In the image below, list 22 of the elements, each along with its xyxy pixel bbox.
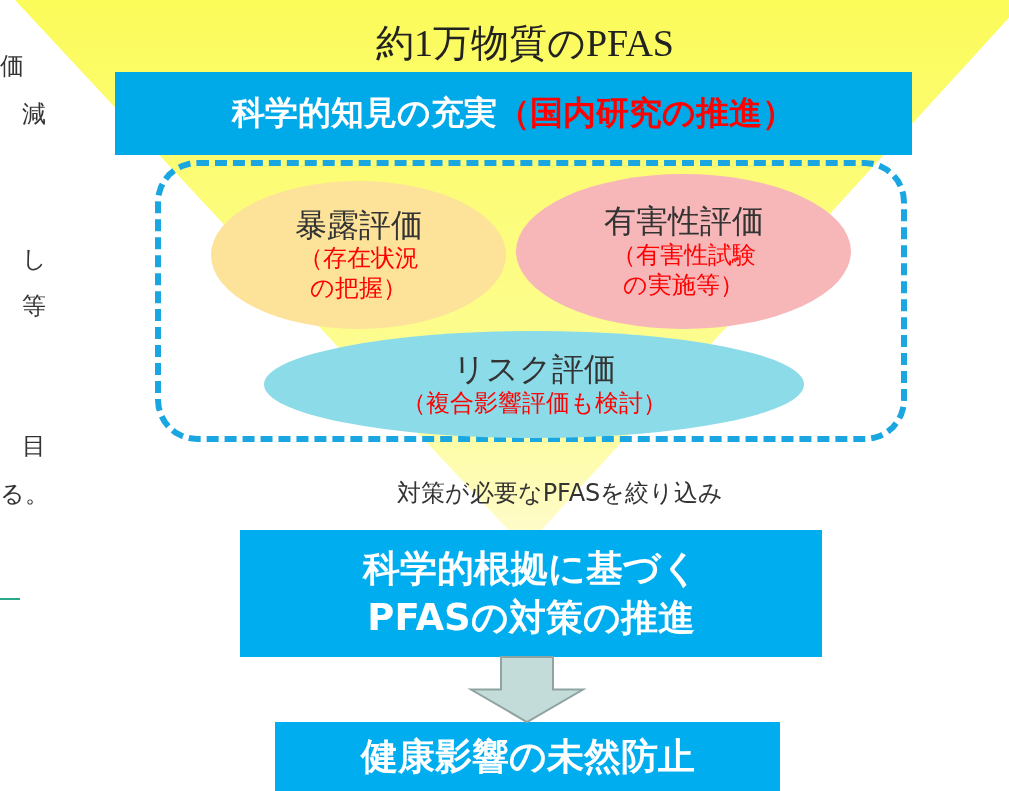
- side-text: 目: [22, 431, 46, 462]
- oval-note: （複合影響評価も検討）: [401, 387, 667, 418]
- bar-title: 健康影響の未然防止: [360, 733, 695, 780]
- side-text: る。: [0, 479, 49, 510]
- oval-heading: 有害性評価: [603, 203, 764, 240]
- heading-bar: [115, 72, 912, 155]
- block-arrow: [467, 656, 587, 724]
- oval-heading: 暴露評価: [294, 206, 423, 244]
- side-text: 等: [22, 291, 46, 322]
- oval-heading: リスク評価: [452, 351, 616, 388]
- bar-title: 科学的知見の充実: [232, 92, 497, 134]
- funnel-heading: 約1万物質のPFAS: [375, 21, 675, 66]
- side-text: 減: [22, 99, 46, 130]
- oval-note: （存在状況の把握）: [297, 243, 420, 304]
- funnel-note: 対策が必要なPFASを絞り込み: [395, 478, 725, 509]
- bar-title: 科学的根拠に基づく PFASの対策の推進: [361, 546, 700, 641]
- result-bar: [240, 530, 822, 657]
- side-text: 価: [0, 51, 24, 82]
- result-bar: [275, 722, 780, 791]
- oval-note: （有害性試験の実施等）: [610, 239, 757, 300]
- bar-note: （国内研究の推進）: [497, 92, 795, 134]
- side-text: し: [22, 244, 47, 275]
